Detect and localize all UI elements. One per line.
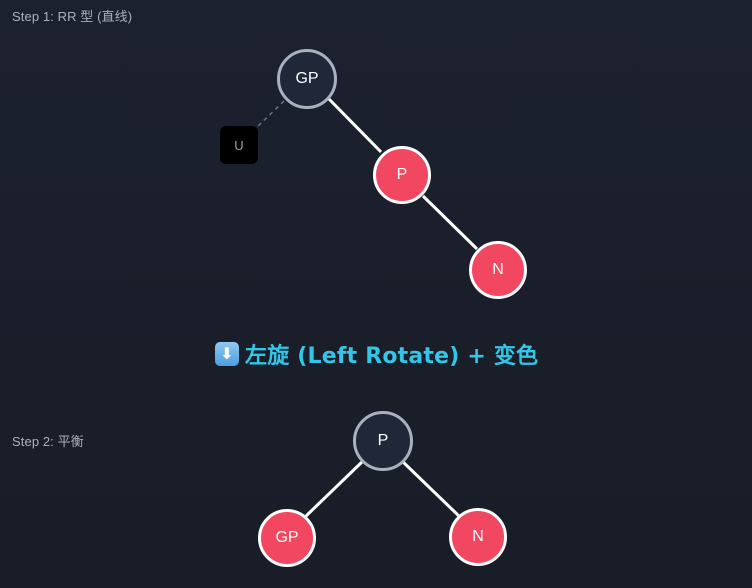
node-grandparent: GP	[277, 49, 337, 109]
node-right-child-label: N	[472, 528, 484, 545]
node-right-child: N	[449, 508, 507, 566]
node-uncle-label: U	[234, 137, 244, 153]
node-root-label: P	[377, 432, 389, 449]
node-root: P	[353, 411, 413, 471]
node-new: N	[469, 241, 527, 299]
edge-gp-p	[327, 97, 383, 154]
step2-label: Step 2: 平衡	[12, 434, 84, 449]
node-uncle: U	[220, 126, 258, 164]
down-arrow-icon: ⬇	[215, 342, 239, 366]
node-parent: P	[373, 146, 431, 204]
node-new-label: N	[492, 261, 504, 278]
edge-p-n-step2	[400, 459, 462, 519]
edge-p-n	[421, 194, 479, 251]
edge-gp-u-dashed	[255, 100, 285, 129]
transition-caption: ⬇ 左旋 (Left Rotate) + 变色	[215, 338, 538, 370]
node-grandparent-label: GP	[295, 70, 319, 87]
transition-text: 左旋 (Left Rotate) + 变色	[245, 344, 539, 369]
node-left-child-label: GP	[275, 529, 299, 546]
node-parent-label: P	[396, 166, 408, 183]
step1-label: Step 1: RR 型 (直线)	[12, 9, 133, 24]
edge-p-gp	[303, 459, 365, 519]
node-left-child: GP	[258, 509, 316, 567]
